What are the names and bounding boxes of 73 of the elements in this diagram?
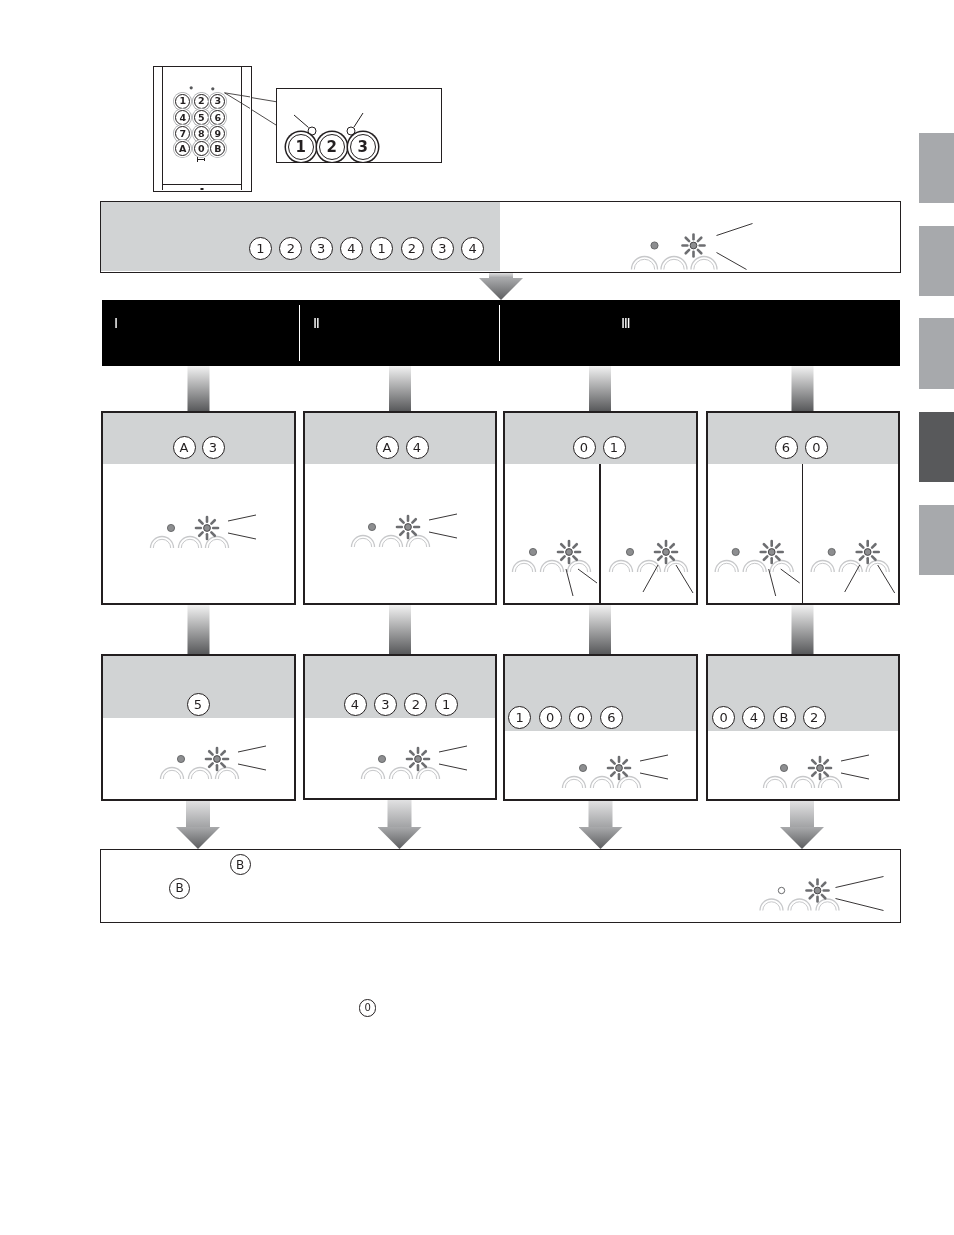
key-symbol: 2 xyxy=(318,134,345,160)
connector-bar xyxy=(187,366,210,411)
key-symbol: 6 xyxy=(774,435,798,459)
key-symbol: 6 xyxy=(599,705,623,729)
key-symbol: 0 xyxy=(193,141,209,157)
key-symbol: 1 xyxy=(508,705,532,729)
key-symbol: 2 xyxy=(404,692,428,716)
key-symbol: 4 xyxy=(461,237,485,260)
key-symbol: 5 xyxy=(186,692,210,716)
key-symbol: 8 xyxy=(193,126,209,141)
key-symbol: A xyxy=(375,435,399,459)
step-box xyxy=(101,411,296,605)
key-symbol: 3 xyxy=(201,435,225,459)
flow-arrow xyxy=(479,273,523,300)
key-symbol: 2 xyxy=(400,237,424,260)
key-symbol: 1 xyxy=(249,237,272,260)
key-symbol: 1 xyxy=(370,237,394,260)
key-symbol: 1 xyxy=(175,93,191,109)
step-box xyxy=(706,411,900,605)
key-symbol: 2 xyxy=(279,237,303,260)
step-box xyxy=(303,654,497,800)
key-symbol: 3 xyxy=(309,237,333,260)
key-symbol: 7 xyxy=(175,126,191,141)
key-symbol: 4 xyxy=(343,692,367,716)
key-symbol: 6 xyxy=(210,110,226,126)
key-symbol: 3 xyxy=(373,692,397,716)
flow-arrow xyxy=(377,800,422,849)
key-symbol: 2 xyxy=(802,705,826,729)
key-symbol: A xyxy=(172,435,196,459)
callout-line xyxy=(251,97,277,126)
connector-bar xyxy=(187,605,210,654)
step-box xyxy=(706,654,900,801)
key-symbol: A xyxy=(175,141,191,157)
flow-arrow xyxy=(780,801,824,849)
connector-bar xyxy=(791,605,814,654)
key-symbol: B xyxy=(169,877,191,899)
key-symbol: 1 xyxy=(602,435,626,459)
key-symbol: 4 xyxy=(175,110,191,126)
flow-arrow xyxy=(578,801,623,849)
key-symbol: 0 xyxy=(569,705,593,729)
key-symbol: 3 xyxy=(430,237,454,260)
key-symbol: 0 xyxy=(712,705,736,729)
key-symbol: 4 xyxy=(742,705,766,729)
key-symbol: 1 xyxy=(287,134,314,160)
step-box xyxy=(100,201,901,273)
key-symbol: B xyxy=(772,705,796,729)
key-symbol: 3 xyxy=(210,93,226,109)
key-symbol: 1 xyxy=(434,692,458,716)
key-symbol: 2 xyxy=(193,93,209,109)
key-symbol: 0 xyxy=(538,705,562,729)
key-symbol: 0 xyxy=(572,435,596,459)
connector-bar xyxy=(589,366,611,411)
step-box xyxy=(503,654,698,801)
key-symbol: 0 xyxy=(358,999,377,1017)
key-symbol: 4 xyxy=(405,435,429,459)
step-box xyxy=(100,849,901,923)
key-symbol: B xyxy=(210,141,226,157)
header-bar xyxy=(102,300,900,366)
flow-arrow xyxy=(176,801,220,849)
magnified-view-inset xyxy=(276,88,442,163)
connector-bar xyxy=(791,366,814,411)
key-symbol: 3 xyxy=(349,134,376,160)
step-box xyxy=(101,654,296,801)
key-symbol: 0 xyxy=(805,435,828,459)
step-box xyxy=(303,411,497,605)
connector-bar xyxy=(589,605,611,654)
connector-bar xyxy=(389,366,411,411)
key-symbol: 9 xyxy=(210,126,226,141)
step-box xyxy=(503,411,698,605)
key-symbol: 4 xyxy=(339,237,363,260)
key-symbol: 5 xyxy=(193,110,209,126)
key-symbol: B xyxy=(229,854,251,876)
connector-bar xyxy=(389,605,411,654)
